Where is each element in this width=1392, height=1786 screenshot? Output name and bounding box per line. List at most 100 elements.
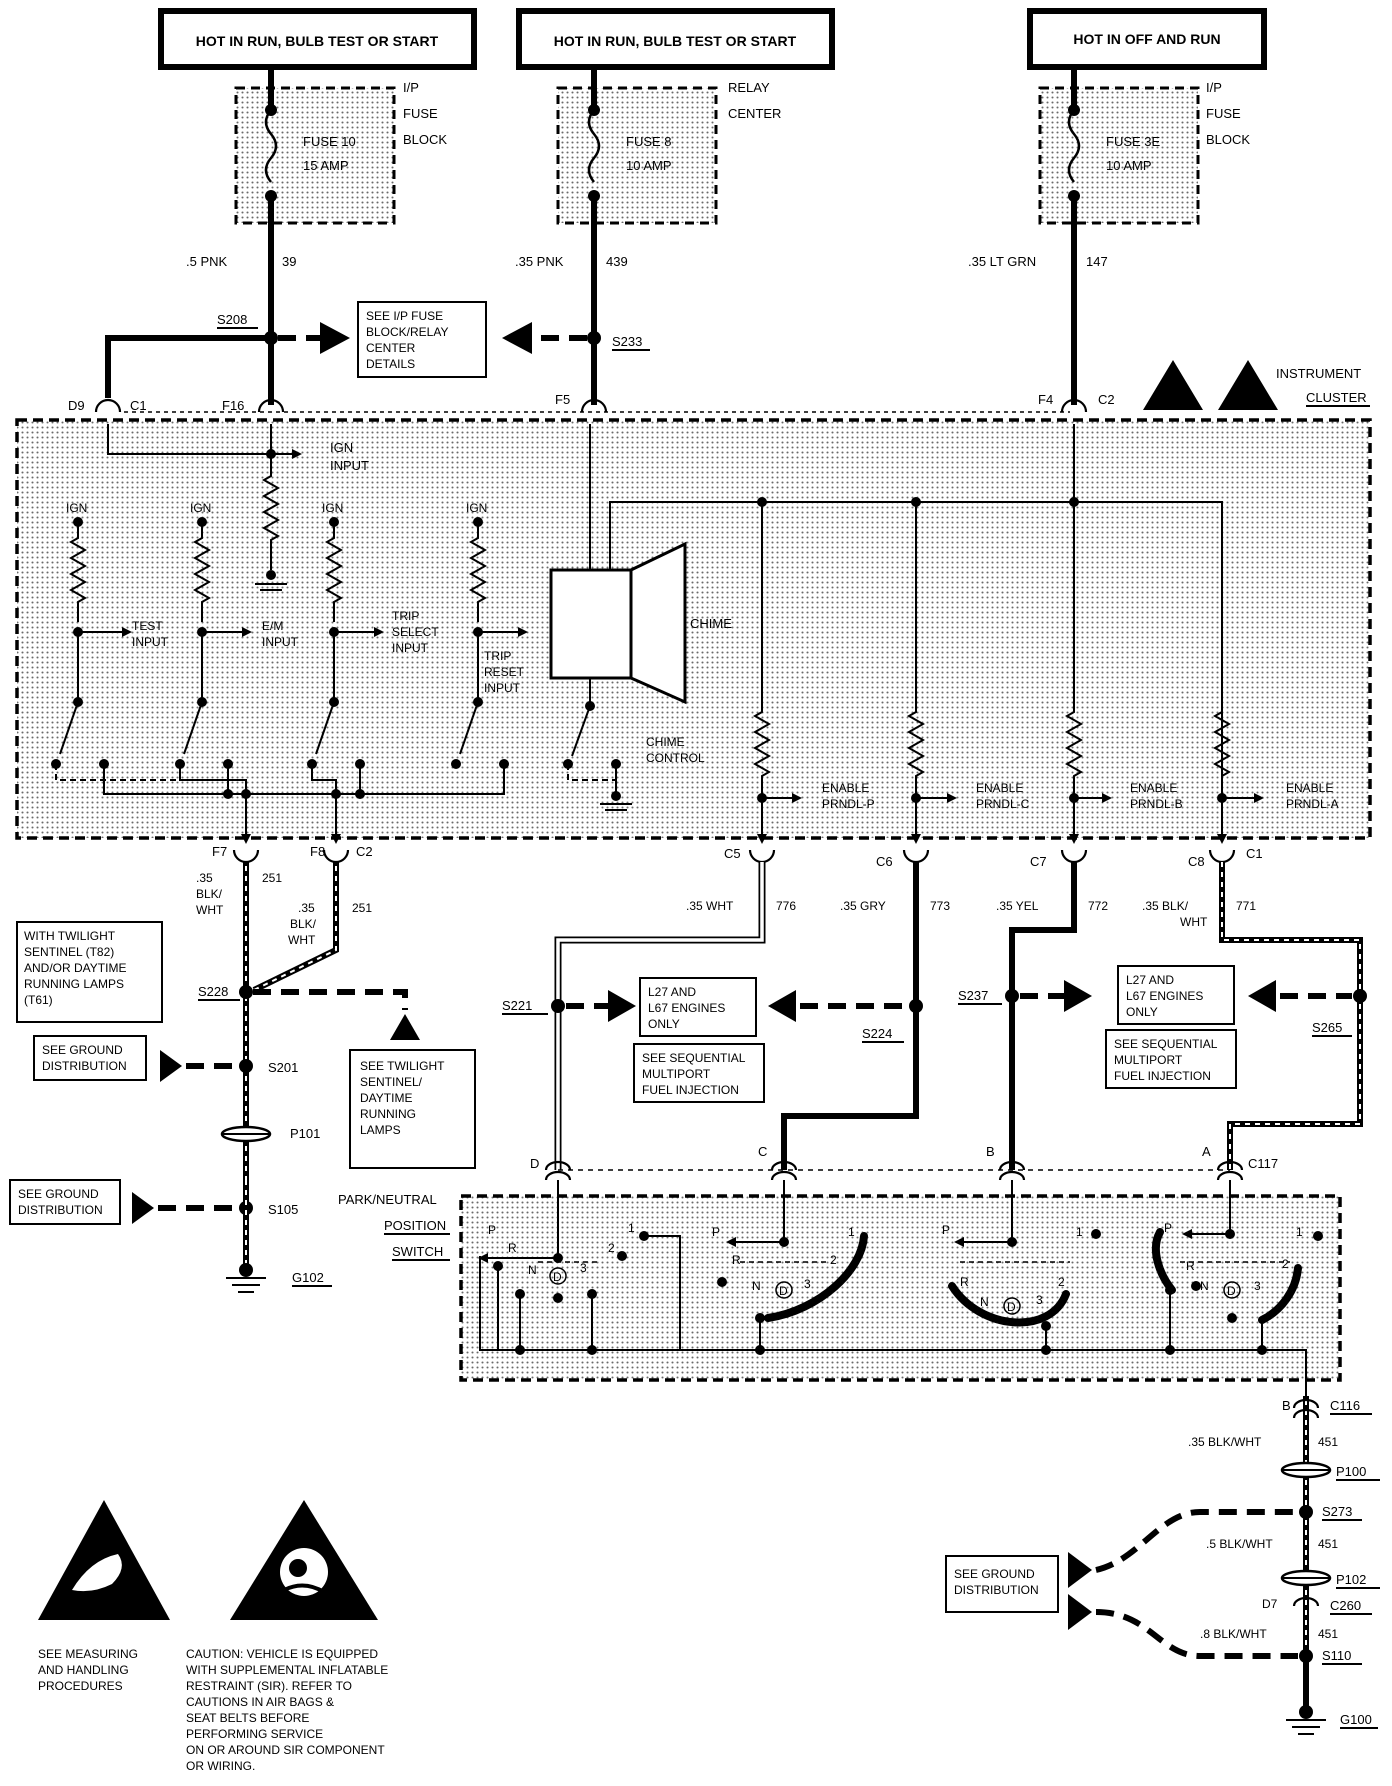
wire-gauge-label: .35 LT GRN: [968, 254, 1036, 269]
see-twilight-text: SENTINEL/: [360, 1075, 423, 1089]
switch-contact: [948, 1282, 1070, 1327]
twilight-note-text: RUNNING LAMPS: [24, 977, 124, 991]
splice-label: S224: [862, 1026, 892, 1041]
fuse-block-label: FUSE: [1206, 106, 1241, 121]
prndl-enable-circuits: ENABLE PRNDL-P ENABLE PRNDL-C ENABLE PRN…: [752, 424, 1339, 844]
sir-caption: OR WIRING.: [186, 1759, 255, 1773]
fuse-block-label: I/P: [1206, 80, 1222, 95]
switch-position-label: N: [528, 1263, 537, 1277]
connector-pin-label: A: [1202, 1144, 1211, 1159]
trip-reset-label: TRIP: [484, 649, 511, 663]
resistor-icon: [324, 522, 344, 622]
wire-circuit-label: 451: [1318, 1537, 1338, 1551]
twilight-note-text: (T61): [24, 993, 53, 1007]
sir-caption: CAUTIONS IN AIR BAGS &: [186, 1695, 334, 1709]
switch-position-label: D: [779, 1284, 788, 1298]
fuse-details-text: DETAILS: [366, 357, 415, 371]
connector-pin-label: C6: [876, 854, 893, 869]
test-input-label: TEST: [132, 619, 163, 633]
wire-circuit-label: 451: [1318, 1435, 1338, 1449]
wire-circuit-label: 772: [1088, 899, 1108, 913]
chime-control-label: CONTROL: [646, 751, 705, 765]
em-input-label: E/M: [262, 619, 283, 633]
splice-label: S228: [198, 984, 228, 999]
switch-position-label: 3: [1254, 1279, 1261, 1293]
header-text-2: HOT IN RUN, BULB TEST OR START: [554, 33, 797, 49]
connector-pin-label: B: [1282, 1398, 1291, 1413]
switch-contact: [764, 1232, 868, 1322]
resistor-icon: [68, 522, 88, 622]
connector-pin-label: F16: [222, 398, 244, 413]
switch-position-label: N: [752, 1279, 761, 1293]
enable-label: ENABLE: [976, 781, 1023, 795]
enable-label: ENABLE: [822, 781, 869, 795]
prndl-wires: .35 WHT 776 .35 GRY 773 .35 YEL 772 .35 …: [554, 862, 1363, 1170]
sir-caption: WITH SUPPLEMENTAL INFLATABLE: [186, 1663, 388, 1677]
park-neutral-switch: PARK/NEUTRAL POSITION SWITCH P R N D 3 2…: [338, 1180, 1342, 1396]
enable-label: PRNDL-B: [1130, 797, 1183, 811]
enable-label: PRNDL-P: [822, 797, 875, 811]
header-box-2: HOT IN RUN, BULB TEST OR START: [516, 8, 835, 70]
sir-notice: CAUTION: VEHICLE IS EQUIPPED WITH SUPPLE…: [186, 1500, 388, 1773]
switch-position-label: 2: [608, 1241, 615, 1255]
switch-label: SWITCH: [392, 1244, 443, 1259]
fuse-icon: [264, 109, 278, 183]
ign-input-label: IGN: [330, 440, 353, 455]
wire-gauge-label: .5 BLK/WHT: [1206, 1537, 1273, 1551]
see-ground-text: DISTRIBUTION: [42, 1059, 127, 1073]
wire-circuit-label: 451: [1318, 1627, 1338, 1641]
arrow-icon: [132, 1192, 154, 1224]
esd-notice: SEE MEASURING AND HANDLING PROCEDURES: [38, 1500, 170, 1693]
switch-position-label: P: [488, 1223, 496, 1237]
arrow-icon: [608, 990, 636, 1022]
engine-note-text: L67 ENGINES: [1126, 989, 1203, 1003]
test-input-label: INPUT: [132, 635, 169, 649]
ground-label: G100: [1340, 1712, 1372, 1727]
switch-position-label: R: [508, 1241, 517, 1255]
trip-reset-label: RESET: [484, 665, 525, 679]
twilight-note-text: WITH TWILIGHT: [24, 929, 116, 943]
wire-circuit-label: 147: [1086, 254, 1108, 269]
ground-label: G102: [292, 1270, 324, 1285]
cluster-label: CLUSTER: [1306, 390, 1367, 405]
fuse-details-text: CENTER: [366, 341, 416, 355]
wire-gauge-label: .35 PNK: [515, 254, 564, 269]
header-text-3: HOT IN OFF AND RUN: [1073, 31, 1220, 47]
splice-label: S201: [268, 1060, 298, 1075]
resistor-icon: [192, 522, 212, 622]
splice-label: S233: [612, 334, 642, 349]
header-text-1: HOT IN RUN, BULB TEST OR START: [196, 33, 439, 49]
wire-gauge-label: .35: [298, 901, 315, 915]
arrow-icon: [768, 990, 796, 1022]
sir-caption: ON OR AROUND SIR COMPONENT: [186, 1743, 385, 1757]
fuse-icon: [587, 109, 601, 183]
arrow-icon: [1064, 980, 1092, 1012]
see-twilight-text: RUNNING: [360, 1107, 416, 1121]
fuse-icon: [1067, 109, 1081, 183]
switch-position-label: 3: [580, 1261, 587, 1275]
switch-position-label: 2: [1058, 1275, 1065, 1289]
connector-pin-label: C: [758, 1144, 767, 1159]
see-ground-text: SEE GROUND: [954, 1567, 1035, 1581]
switch-position-label: 2: [830, 1253, 837, 1267]
switch-position-label: 2: [1282, 1257, 1289, 1271]
trip-reset-label: INPUT: [484, 681, 521, 695]
switch-position-label: D: [553, 1270, 562, 1284]
p101-connector: P101: [220, 1125, 320, 1143]
fuse-block-label: FUSE: [403, 106, 438, 121]
header-box-3: HOT IN OFF AND RUN: [1027, 8, 1267, 70]
wire-gauge-label: .5 PNK: [186, 254, 228, 269]
connector-label: C1: [1246, 846, 1263, 861]
switch-label: PARK/NEUTRAL: [338, 1192, 437, 1207]
esd-caption: AND HANDLING: [38, 1663, 129, 1677]
sir-caption: CAUTION: VEHICLE IS EQUIPPED: [186, 1647, 378, 1661]
arrow-icon: [390, 1014, 420, 1040]
wire-gauge-label: WHT: [1180, 915, 1208, 929]
connector-pin-label: F5: [555, 392, 570, 407]
resistor-icon: [1212, 702, 1232, 806]
instrument-cluster: D9 C1 F16 F5 F4 C2 INSTRUMENT CLUSTER IG…: [15, 360, 1372, 844]
cluster-bottom-connectors: F7 F8 C2 C5 C6 C7 C8 C1: [212, 844, 1263, 869]
fuse-block-label: RELAY: [728, 80, 770, 95]
sfi-note-text: MULTIPORT: [642, 1067, 711, 1081]
